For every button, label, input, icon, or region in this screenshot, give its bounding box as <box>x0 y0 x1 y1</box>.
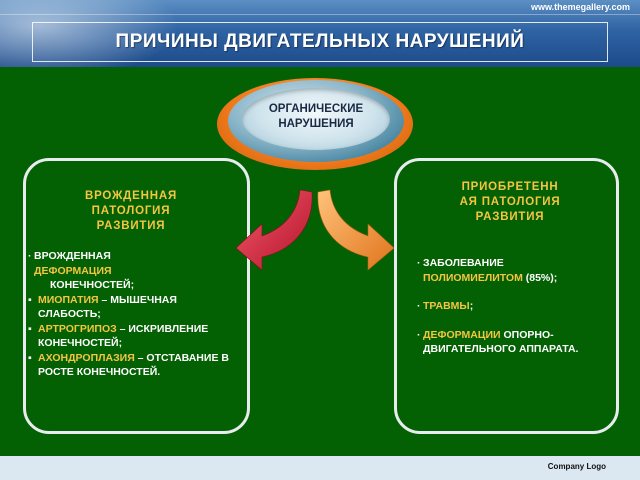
item-text: – ИСКРИВЛЕНИЕ КОНЕЧНОСТЕЙ; <box>38 322 209 350</box>
congenital-heading-line: ВРОЖДЕННАЯ <box>84 190 178 202</box>
item-highlight: ДЕФОРМАЦИИ <box>423 328 501 341</box>
header-banner: www.themegallery.com ПРИЧИНЫ ДВИГАТЕЛЬНЫ… <box>0 0 640 67</box>
page-title: ПРИЧИНЫ ДВИГАТЕЛЬНЫХ НАРУШЕНИЙ <box>115 31 525 52</box>
item-highlight: ДЕФОРМАЦИЯ <box>34 264 112 277</box>
header-stripe <box>0 14 640 15</box>
site-url: www.themegallery.com <box>530 2 630 12</box>
item-highlight: МИОПАТИЯ <box>38 293 99 306</box>
acquired-heading-line: ПРИОБРЕТЕНН <box>461 181 559 193</box>
arrow-right-icon <box>317 189 395 271</box>
title-frame <box>32 22 608 62</box>
bullet-icon: · <box>417 257 421 269</box>
item-highlight: ТРАВМЫ <box>423 300 470 312</box>
bullet-icon: ▪ <box>28 351 32 364</box>
acquired-heading-line: РАЗВИТИЯ <box>475 211 545 223</box>
bullet-icon: ▪ <box>28 293 32 306</box>
item-highlight: АРТРОГРИПОЗ <box>38 322 117 335</box>
item-text: ВРОЖДЕННАЯ <box>34 250 111 262</box>
item-highlight: АХОНДРОПЛАЗИЯ <box>38 351 135 364</box>
list-item: · ВРОЖДЕННАЯ ДЕФОРМАЦИЯ КОНЕЧНОСТЕЙ; <box>28 249 238 293</box>
item-text: КОНЕЧНОСТЕЙ; <box>50 279 135 291</box>
congenital-heading-line: ПАТОЛОГИЯ <box>91 205 171 217</box>
bullet-icon: ▪ <box>28 322 32 335</box>
list-item: · ТРАВМЫ; <box>417 299 617 314</box>
item-highlight: ПОЛИОМИЕЛИТОМ <box>423 271 523 284</box>
bullet-icon: · <box>417 328 421 341</box>
congenital-list: · ВРОЖДЕННАЯ ДЕФОРМАЦИЯ КОНЕЧНОСТЕЙ; ▪ М… <box>28 249 238 380</box>
item-text: (85%); <box>525 271 558 284</box>
congenital-heading: ВРОЖДЕННАЯ ПАТОЛОГИЯ РАЗВИТИЯ <box>46 189 216 234</box>
item-text: ЗАБОЛЕВАНИЕ <box>423 257 504 269</box>
item-text: – МЫШЕЧНАЯ СЛАБОСТЬ; <box>38 293 177 321</box>
acquired-panel <box>394 158 619 434</box>
center-label: ОРГАНИЧЕСКИЕ НАРУШЕНИЯ <box>242 102 390 132</box>
item-text: – ОТСТАВАНИЕ В РОСТЕ КОНЕЧНОСТЕЙ. <box>38 351 229 379</box>
item-text: ОПОРНО-ДВИГАТЕЛЬНОГО АППАРАТА. <box>423 328 579 356</box>
company-logo: Company Logo <box>547 462 606 471</box>
header-glow <box>0 0 180 67</box>
list-item: ▪ АРТРОГРИПОЗ – ИСКРИВЛЕНИЕ КОНЕЧНОСТЕЙ; <box>28 322 238 351</box>
list-item: · ЗАБОЛЕВАНИЕ ПОЛИОМИЕЛИТОМ (85%); <box>417 256 617 285</box>
center-label-line1: ОРГАНИЧЕСКИЕ <box>268 103 364 115</box>
bullet-icon: · <box>28 250 32 262</box>
list-item: ▪ МИОПАТИЯ – МЫШЕЧНАЯ СЛАБОСТЬ; <box>28 293 238 322</box>
bullet-icon: · <box>417 300 421 312</box>
acquired-heading-line: АЯ ПАТОЛОГИЯ <box>459 196 561 208</box>
acquired-list: · ЗАБОЛЕВАНИЕ ПОЛИОМИЕЛИТОМ (85%); · ТРА… <box>417 256 617 357</box>
arrow-left-icon <box>235 189 313 271</box>
list-item: · ДЕФОРМАЦИИ ОПОРНО-ДВИГАТЕЛЬНОГО АППАРА… <box>417 328 617 357</box>
congenital-panel <box>23 158 250 434</box>
center-oval-face <box>242 88 390 150</box>
congenital-heading-line: РАЗВИТИЯ <box>96 220 166 232</box>
acquired-heading: ПРИОБРЕТЕНН АЯ ПАТОЛОГИЯ РАЗВИТИЯ <box>440 180 580 225</box>
footer-bar: Company Logo <box>0 456 640 480</box>
item-text: ; <box>469 300 474 312</box>
center-label-line2: НАРУШЕНИЯ <box>278 118 354 130</box>
list-item: ▪ АХОНДРОПЛАЗИЯ – ОТСТАВАНИЕ В РОСТЕ КОН… <box>28 351 238 380</box>
